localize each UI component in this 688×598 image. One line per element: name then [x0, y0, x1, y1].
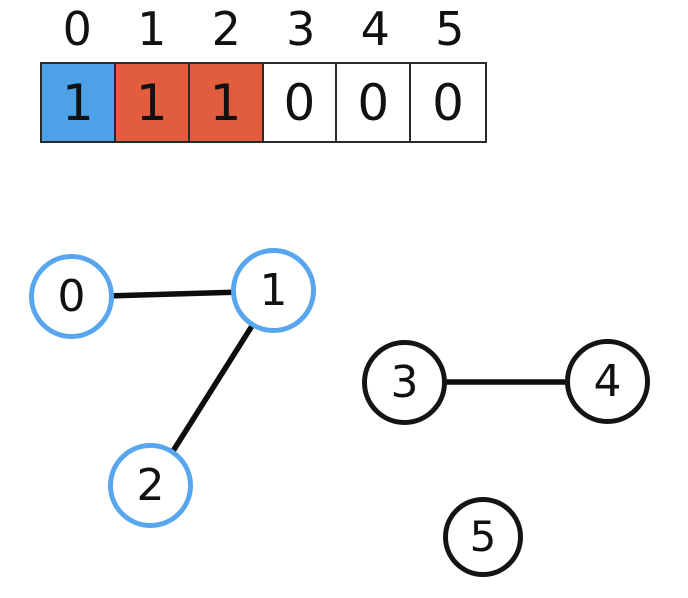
graph-node-1: 1: [231, 248, 316, 333]
array-index-label-1: 1: [137, 2, 167, 56]
array-index-label-2: 2: [211, 2, 241, 56]
array-cell-5: 0: [411, 64, 485, 141]
array-cell-1: 1: [115, 64, 190, 141]
graph-node-5: 5: [443, 497, 523, 577]
array-index-label-0: 0: [62, 2, 92, 56]
array-cell-4: 0: [337, 64, 412, 141]
graph-node-3: 3: [362, 340, 447, 425]
graph-node-2: 2: [108, 443, 193, 528]
array-cell-3: 0: [263, 64, 338, 141]
array-index-row: 0 1 2 3 4 5: [40, 2, 487, 56]
graph-node-4: 4: [565, 339, 650, 424]
array-index-label-3: 3: [286, 2, 316, 56]
array-cell-0: 1: [42, 64, 116, 141]
array-index-label-4: 4: [360, 2, 390, 56]
graph-node-0: 0: [29, 254, 114, 339]
array-index-label-5: 5: [435, 2, 465, 56]
array-cell-row: 1 1 1 0 0 0: [40, 62, 487, 143]
array-cell-2: 1: [189, 64, 264, 141]
